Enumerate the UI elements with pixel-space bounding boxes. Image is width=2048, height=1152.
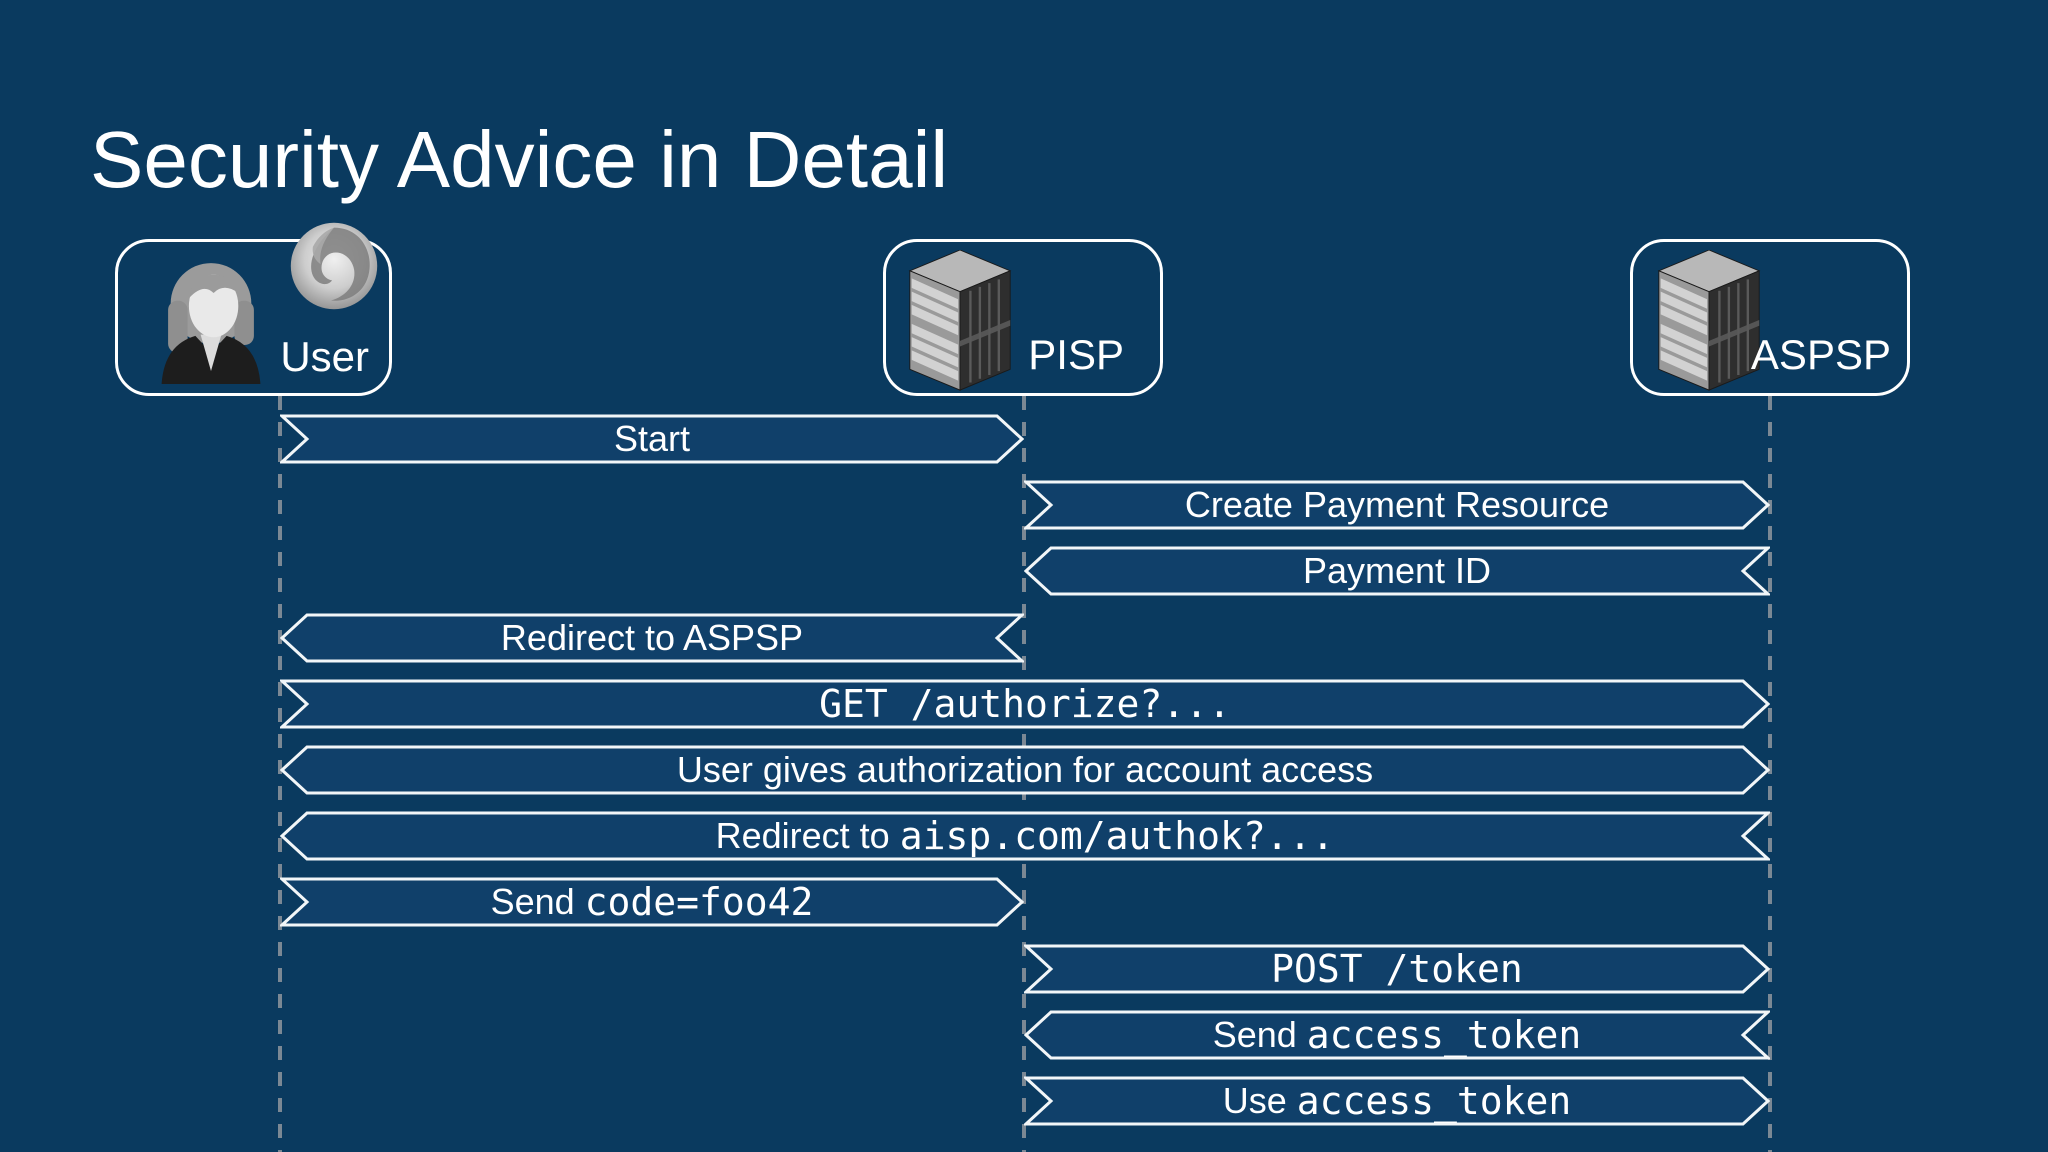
woman-avatar-icon	[146, 250, 276, 388]
message-arrow: Redirect to ASPSP	[280, 613, 1024, 663]
message-arrow: Start	[280, 414, 1024, 464]
message-arrow: Create Payment Resource	[1024, 480, 1770, 530]
message-arrow: GET /authorize?...	[280, 679, 1770, 729]
message-label: Create Payment Resource	[1184, 484, 1610, 526]
message-label: Send access_token	[1212, 1012, 1582, 1057]
server-rack-icon	[906, 249, 1014, 392]
message-arrow: User gives authorization for account acc…	[280, 745, 1770, 795]
message-label: POST /token	[1271, 946, 1523, 991]
actor-label-aspsp: ASPSP	[1750, 331, 1891, 378]
message-label: Redirect to aisp.com/authok?...	[715, 814, 1335, 859]
message-arrow: Send access_token	[1024, 1010, 1770, 1060]
server-rack-icon	[1655, 249, 1763, 392]
message-arrow: Send code=foo42	[280, 877, 1024, 927]
actor-label-pisp: PISP	[1028, 331, 1124, 378]
actor-box-user: User	[115, 222, 392, 396]
message-arrow: Use access_token	[1024, 1076, 1770, 1126]
message-label: Send code=foo42	[490, 880, 814, 925]
lifeline-aspsp	[1768, 396, 1772, 1152]
message-arrow: Payment ID	[1024, 546, 1770, 596]
firefox-browser-icon	[286, 218, 382, 314]
actor-box-aspsp: ASPSP	[1630, 239, 1910, 396]
message-label: Start	[613, 418, 691, 459]
message-arrow: POST /token	[1024, 944, 1770, 994]
message-label: Redirect to ASPSP	[500, 616, 804, 658]
message-label: GET /authorize?...	[819, 681, 1231, 726]
message-label: User gives authorization for account acc…	[676, 749, 1374, 790]
lifeline-user	[278, 396, 282, 1152]
actor-box-pisp: PISP	[883, 239, 1163, 396]
message-label: Payment ID	[1302, 550, 1492, 592]
message-label: Use access_token	[1222, 1079, 1572, 1123]
message-arrow: Redirect to aisp.com/authok?...	[280, 811, 1770, 861]
page-title: Security Advice in Detail	[90, 115, 949, 204]
actor-label-user: User	[280, 333, 369, 380]
